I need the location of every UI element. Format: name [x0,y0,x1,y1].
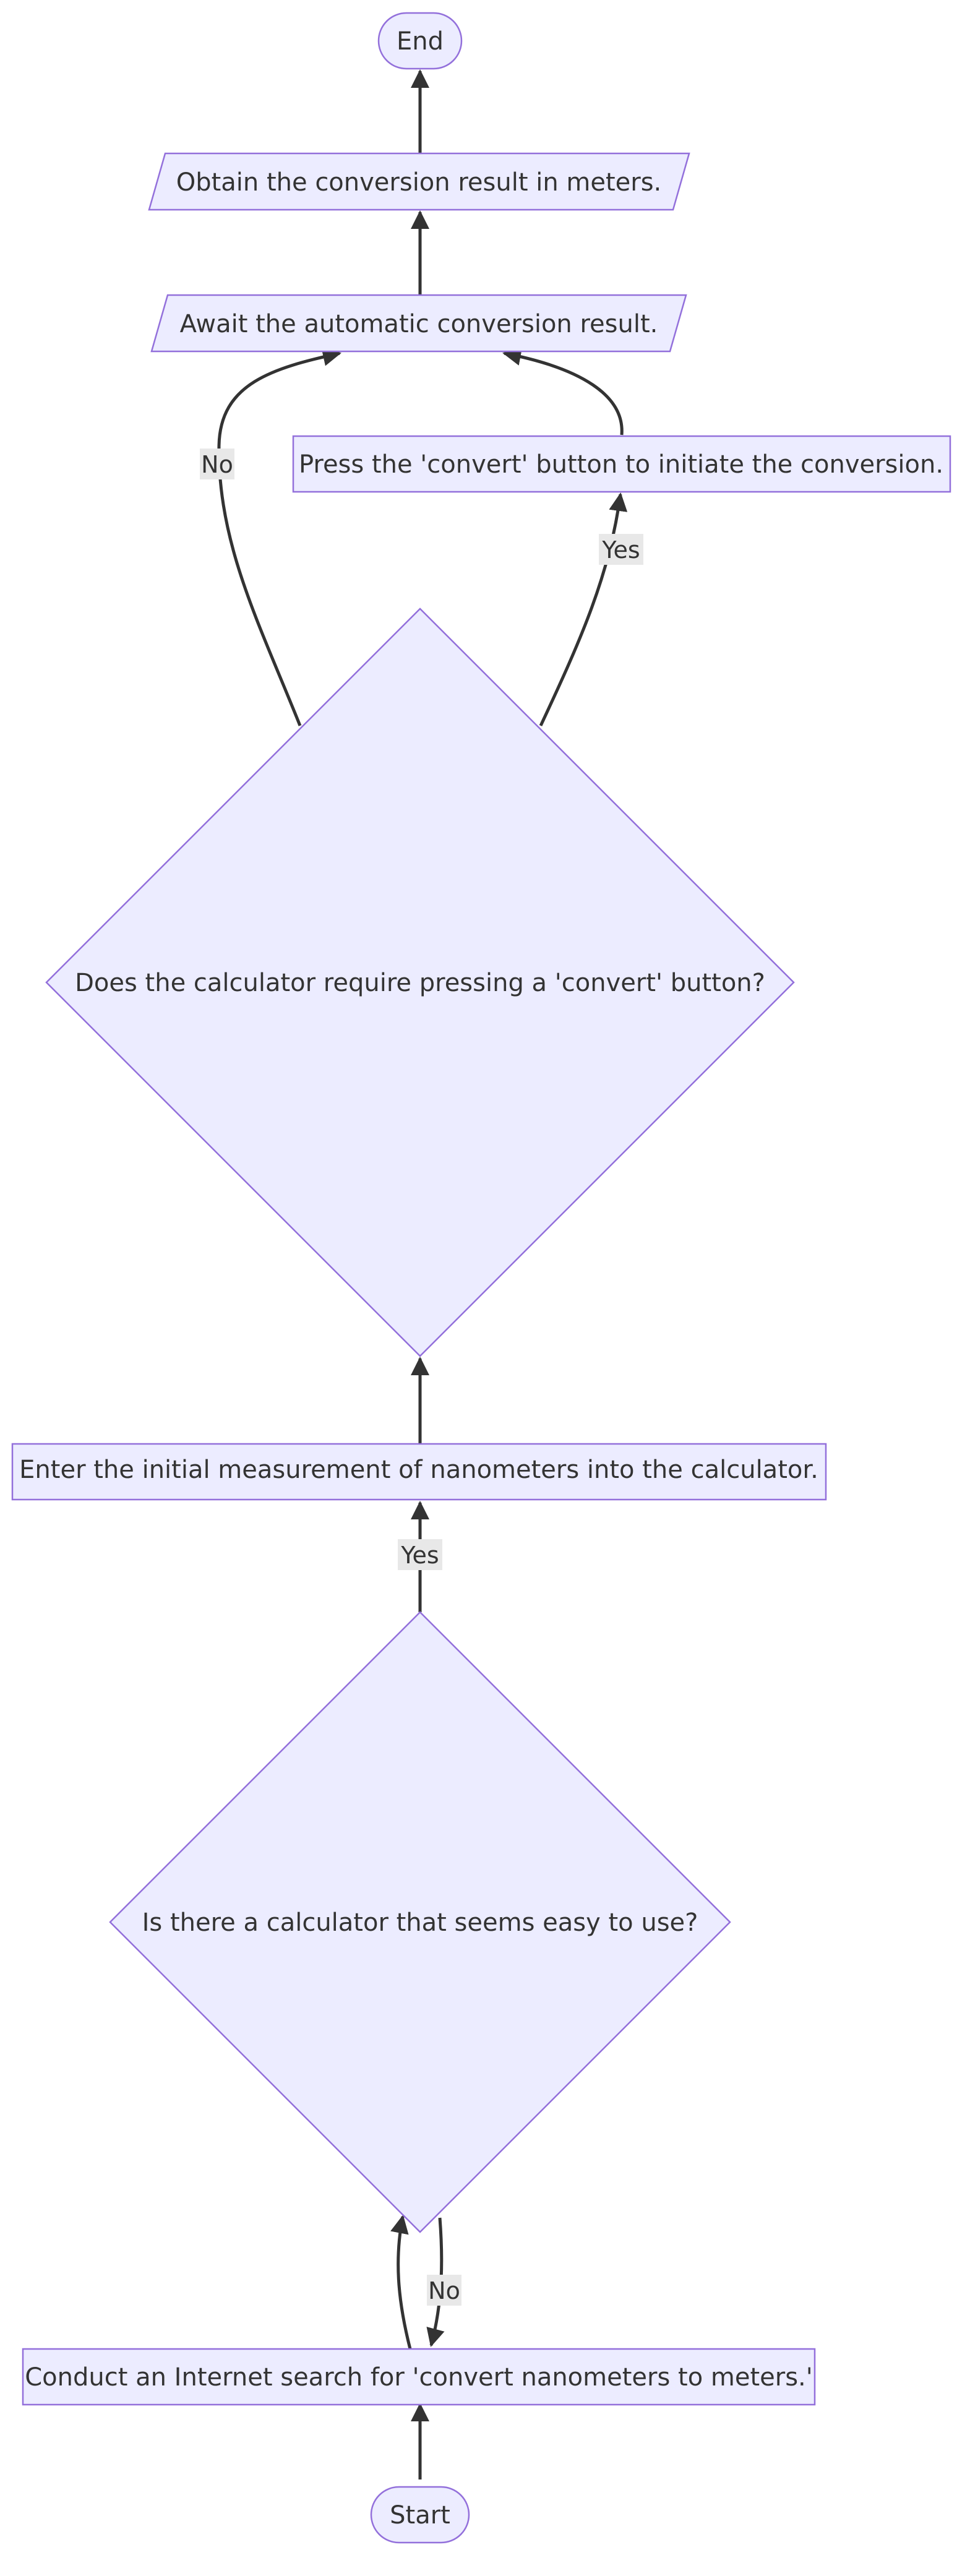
edge-label-yes-enter: Yes [398,1539,442,1570]
edge-label-no-search: No [427,2275,461,2306]
edge-label-yes-press-convert: Yes [599,534,643,565]
node-label: Await the automatic conversion result. [180,310,658,338]
node-easy-calculator: Is there a calculator that seems easy to… [109,1611,731,2233]
node-label: Obtain the conversion result in meters. [176,168,662,197]
edge-convert-required-to-await-no [217,348,341,726]
node-press-convert: Press the 'convert' button to initiate t… [292,435,951,493]
node-label: Start [390,2501,450,2530]
node-convert-required: Does the calculator require pressing a '… [45,608,795,1357]
edge-press-convert-to-await [502,347,624,436]
edge-label-text: Yes [601,536,640,564]
edge-label-text: No [428,2277,460,2304]
node-label: End [397,27,444,56]
edge-label-text: Yes [400,1542,439,1569]
node-label: Conduct an Internet search for 'convert … [25,2363,813,2392]
edge-convert-required-to-press-convert-yes [539,492,628,727]
edge-label-no-await: No [200,449,234,479]
node-label: Does the calculator require pressing a '… [75,969,765,997]
node-await: Await the automatic conversion result. [150,294,687,353]
node-obtain: Obtain the conversion result in meters. [148,152,690,211]
node-label: Enter the initial measurement of nanomet… [19,1456,818,1484]
edge-search-to-easy-calculator [390,2215,412,2350]
node-label: Press the 'convert' button to initiate t… [299,450,943,479]
node-enter: Enter the initial measurement of nanomet… [11,1443,827,1501]
node-label: Is there a calculator that seems easy to… [142,1908,698,1937]
node-end: End [377,12,463,70]
node-search: Conduct an Internet search for 'convert … [22,2348,816,2406]
edge-label-text: No [201,451,233,478]
node-start: Start [370,2486,470,2544]
